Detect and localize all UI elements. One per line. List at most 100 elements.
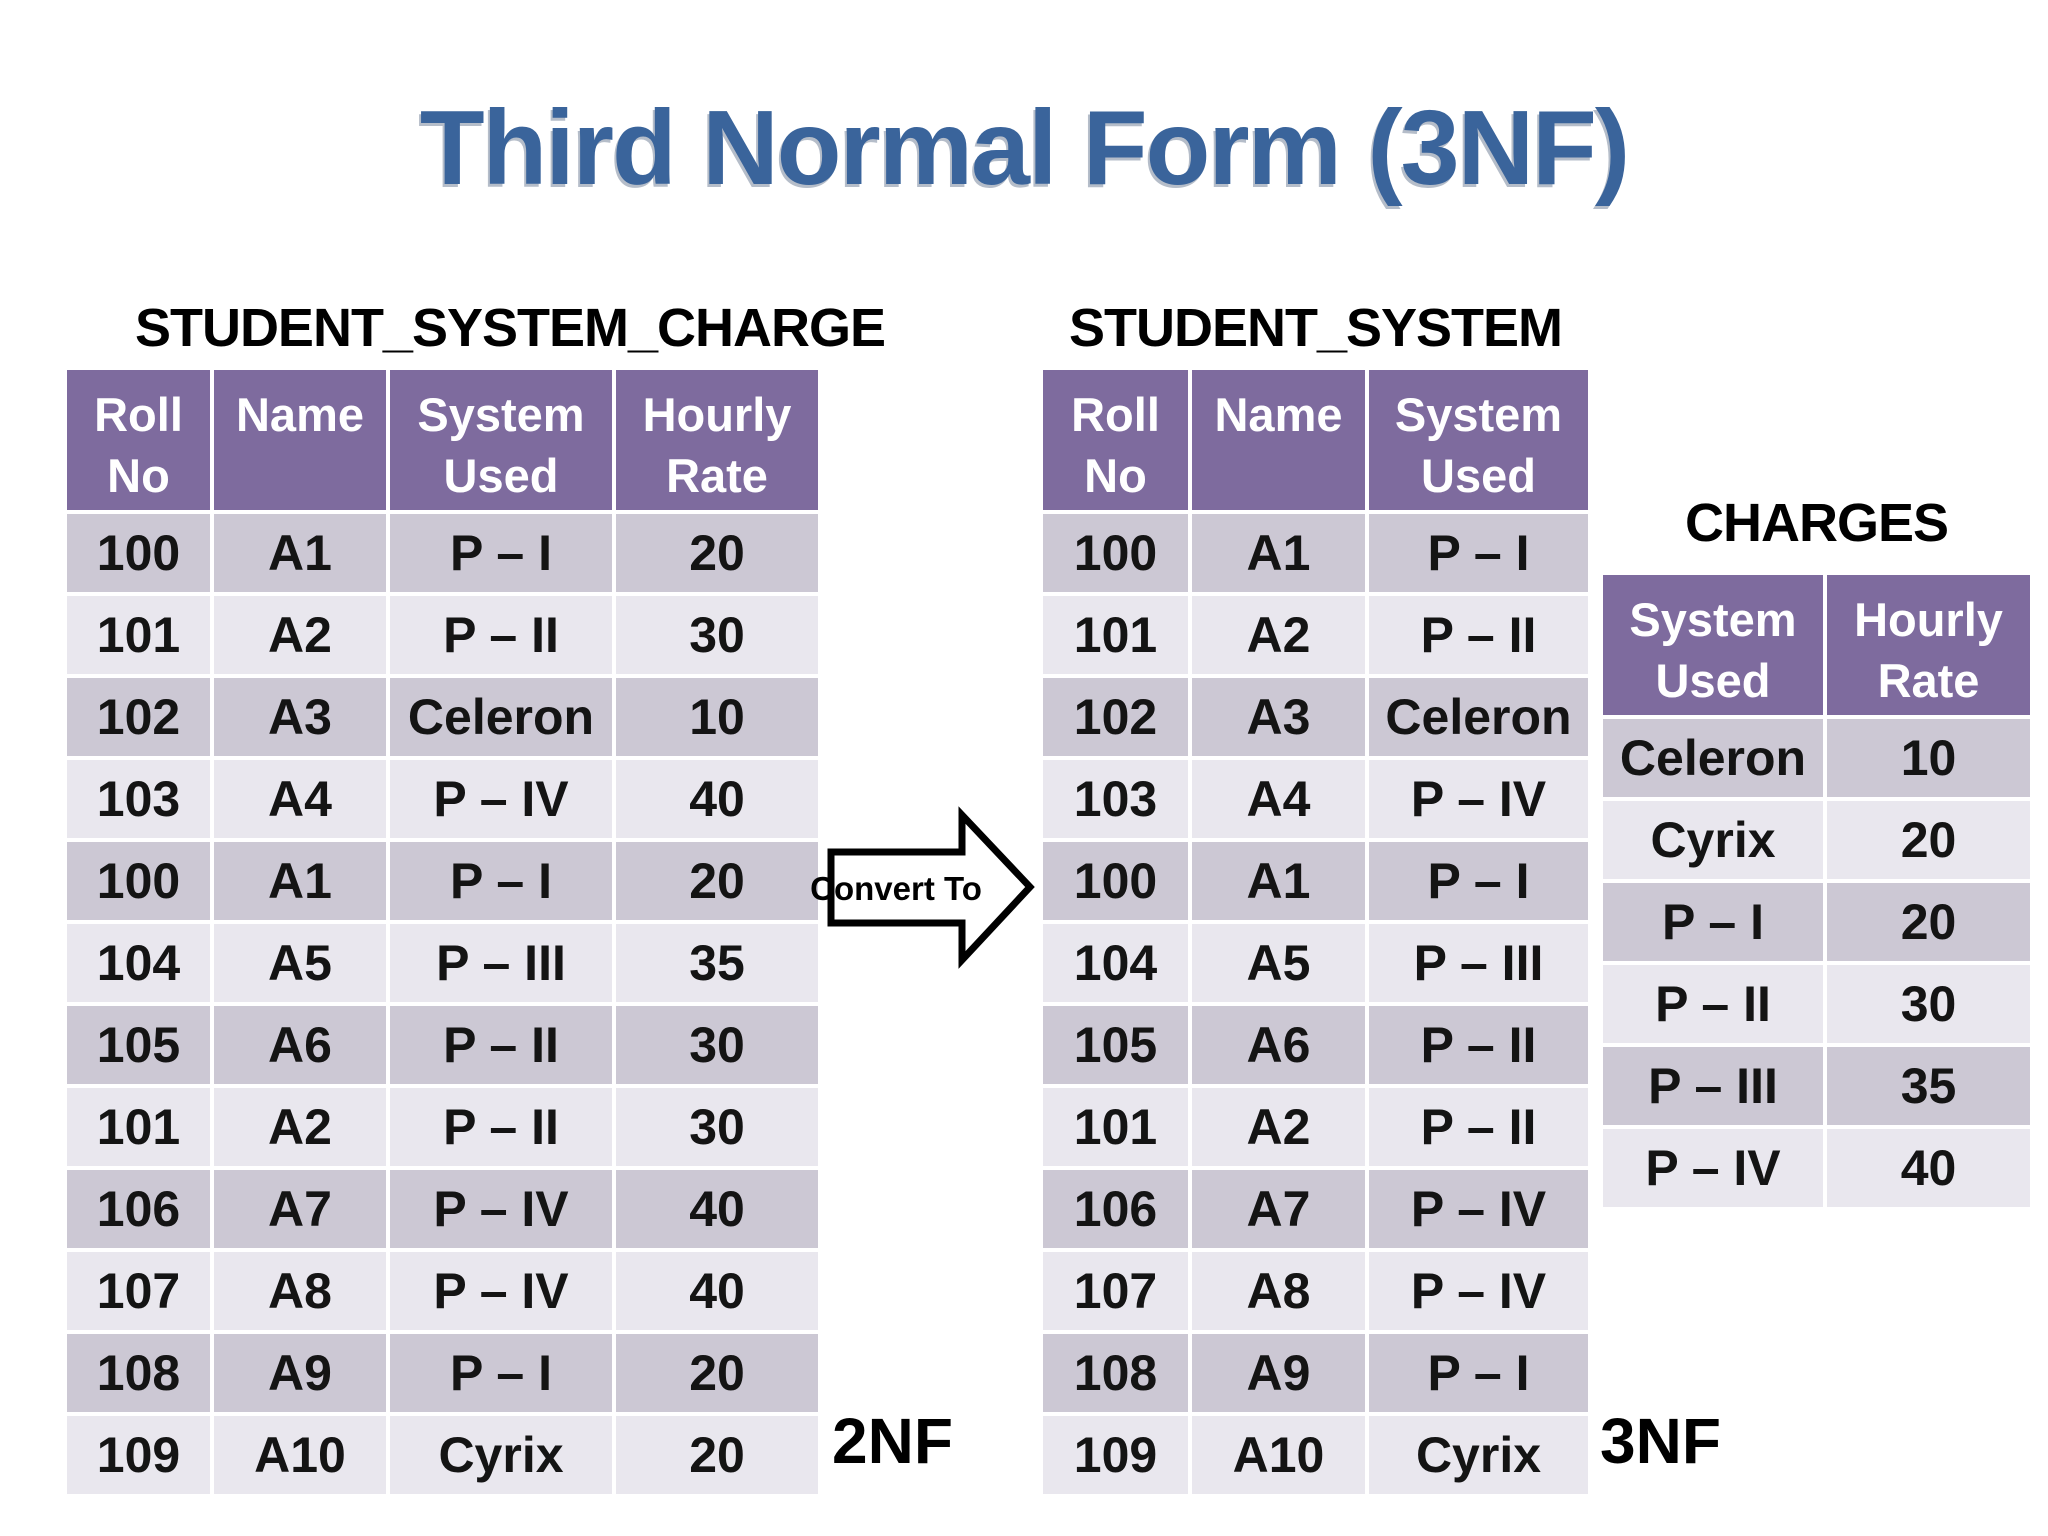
table-cell: A2 [214, 1088, 386, 1166]
table-cell: P – IV [390, 1252, 612, 1330]
table-cell: P – I [390, 1334, 612, 1412]
table-cell: A4 [214, 760, 386, 838]
page-title: Third Normal Form (3NF) [419, 89, 1630, 207]
table-cell: P – II [1369, 596, 1588, 674]
table-cell: 30 [616, 596, 818, 674]
table-title-student-system: STUDENT_SYSTEM [1068, 298, 1563, 358]
table-cell: A1 [1192, 842, 1365, 920]
column-header: System Used [1369, 370, 1588, 510]
table-cell: 100 [1043, 842, 1188, 920]
table-cell: P – II [1603, 965, 1823, 1043]
table-cell: A4 [1192, 760, 1365, 838]
table-cell: 20 [1827, 883, 2030, 961]
table-cell: A3 [214, 678, 386, 756]
table-cell: 35 [1827, 1047, 2030, 1125]
table-cell: 109 [1043, 1416, 1188, 1494]
table-cell: 102 [1043, 678, 1188, 756]
table-cell: P – III [1603, 1047, 1823, 1125]
table-cell: 30 [616, 1006, 818, 1084]
column-header: Hourly Rate [1827, 575, 2030, 715]
table-cell: 10 [616, 678, 818, 756]
table-cell: 40 [616, 1170, 818, 1248]
table-cell: 20 [1827, 801, 2030, 879]
label-3nf: 3NF [1600, 1405, 1721, 1477]
table-cell: A10 [1192, 1416, 1365, 1494]
table-cell: 20 [616, 1416, 818, 1494]
table-cell: 40 [1827, 1129, 2030, 1207]
table-cell: 100 [67, 514, 210, 592]
column-header: Roll No [67, 370, 210, 510]
table-cell: A7 [1192, 1170, 1365, 1248]
table-cell: P – I [390, 514, 612, 592]
convert-arrow-label: Convert To [810, 870, 982, 907]
column-header: System Used [390, 370, 612, 510]
table-cell: 102 [67, 678, 210, 756]
table-cell: 108 [67, 1334, 210, 1412]
table-cell: P – II [390, 1006, 612, 1084]
table-cell: 30 [1827, 965, 2030, 1043]
table-cell: A3 [1192, 678, 1365, 756]
table-cell: 107 [67, 1252, 210, 1330]
table-cell: 103 [1043, 760, 1188, 838]
table-title-student-system-charge: STUDENT_SYSTEM_CHARGE [134, 298, 886, 358]
table-cell: Cyrix [390, 1416, 612, 1494]
table-cell: A8 [1192, 1252, 1365, 1330]
table-cell: A2 [1192, 596, 1365, 674]
table-cell: 35 [616, 924, 818, 1002]
table-cell: A2 [214, 596, 386, 674]
table-cell: A6 [1192, 1006, 1365, 1084]
table-cell: A5 [1192, 924, 1365, 1002]
table-cell: P – I [390, 842, 612, 920]
column-header: Name [214, 370, 386, 510]
table-cell: Celeron [1603, 719, 1823, 797]
table-cell: 20 [616, 842, 818, 920]
table-cell: P – I [1369, 1334, 1588, 1412]
column-header: Name [1192, 370, 1365, 510]
table-cell: P – II [390, 1088, 612, 1166]
table-cell: 20 [616, 1334, 818, 1412]
table-cell: P – I [1603, 883, 1823, 961]
table-cell: 101 [1043, 596, 1188, 674]
column-header: System Used [1603, 575, 1823, 715]
table-cell: P – IV [390, 1170, 612, 1248]
table-cell: P – IV [1369, 760, 1588, 838]
table-cell: 40 [616, 1252, 818, 1330]
table-cell: 105 [1043, 1006, 1188, 1084]
table-cell: Cyrix [1369, 1416, 1588, 1494]
table-cell: P – II [1369, 1088, 1588, 1166]
table-cell: P – I [1369, 514, 1588, 592]
convert-arrow-icon: Convert To [810, 806, 1035, 969]
table-cell: 109 [67, 1416, 210, 1494]
table-cell: 20 [616, 514, 818, 592]
table-cell: P – IV [1369, 1252, 1588, 1330]
table-cell: P – II [390, 596, 612, 674]
table-cell: A9 [1192, 1334, 1365, 1412]
table-cell: Celeron [390, 678, 612, 756]
column-header: Hourly Rate [616, 370, 818, 510]
table-cell: Cyrix [1603, 801, 1823, 879]
table-cell: 104 [67, 924, 210, 1002]
table-cell: 10 [1827, 719, 2030, 797]
table-cell: 104 [1043, 924, 1188, 1002]
table-cell: 105 [67, 1006, 210, 1084]
table-cell: Celeron [1369, 678, 1588, 756]
table-cell: A2 [1192, 1088, 1365, 1166]
table-cell: A5 [214, 924, 386, 1002]
table-cell: P – II [1369, 1006, 1588, 1084]
table-cell: 30 [616, 1088, 818, 1166]
table-cell: P – I [1369, 842, 1588, 920]
table-cell: 106 [1043, 1170, 1188, 1248]
table-cell: P – IV [390, 760, 612, 838]
table-cell: A1 [214, 514, 386, 592]
table-title-charges: CHARGES [1684, 493, 1949, 553]
table-cell: 40 [616, 760, 818, 838]
table-cell: A1 [214, 842, 386, 920]
table-cell: 100 [1043, 514, 1188, 592]
table-cell: 106 [67, 1170, 210, 1248]
column-header: Roll No [1043, 370, 1188, 510]
table-cell: 107 [1043, 1252, 1188, 1330]
table-cell: A7 [214, 1170, 386, 1248]
